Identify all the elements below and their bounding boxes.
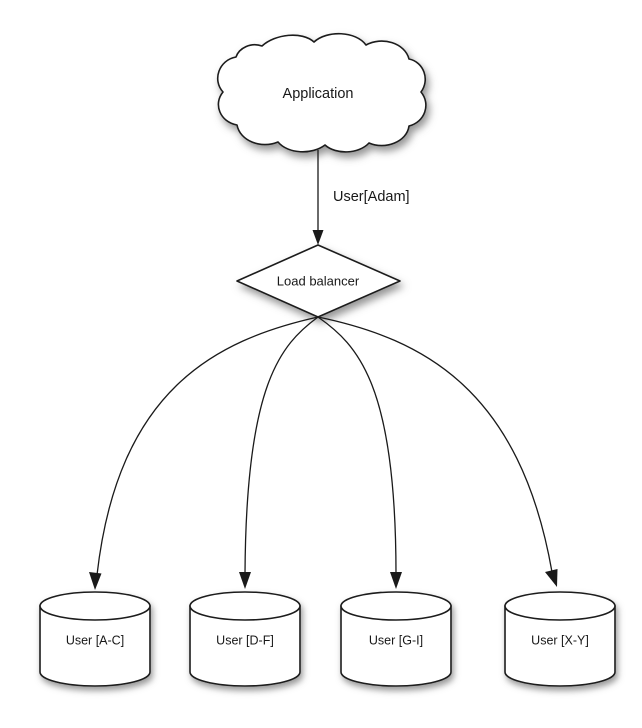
arrow-head-db-4 <box>545 569 558 587</box>
edge-balancer-to-db-4 <box>317 316 558 587</box>
db-2-label: User [G-I] <box>369 633 423 647</box>
db-1-shape <box>189 591 301 687</box>
db-1-label: User [D-F] <box>216 633 274 647</box>
node-database-1[interactable]: User [D-F] <box>189 591 301 687</box>
cloud-label: Application <box>283 86 354 102</box>
edge-line-db-1 <box>96 316 319 576</box>
edge-balancer-to-db-3 <box>317 316 402 589</box>
arrow-head-db-1 <box>89 572 102 590</box>
db-3-label: User [X-Y] <box>531 633 589 647</box>
node-application-cloud[interactable]: Application <box>216 32 427 153</box>
arrow-head-app-balancer <box>312 230 324 245</box>
db-2-shape <box>340 591 452 687</box>
arrow-head-db-3 <box>390 572 402 589</box>
edge-application-to-balancer: User[Adam] <box>312 150 410 245</box>
db-3-shape <box>504 591 616 687</box>
node-load-balancer[interactable]: Load balancer <box>236 244 401 318</box>
db-0-shape <box>39 591 151 687</box>
edge-balancer-to-db-1 <box>89 316 319 590</box>
edge-line-db-4 <box>317 316 553 573</box>
edge-line-db-2 <box>244 316 319 575</box>
node-database-2[interactable]: User [G-I] <box>340 591 452 687</box>
edge-line-db-3 <box>317 316 397 575</box>
db-0-label: User [A-C] <box>66 633 124 647</box>
edge-label-user-adam: User[Adam] <box>333 189 410 205</box>
node-database-3[interactable]: User [X-Y] <box>504 591 616 687</box>
node-database-0[interactable]: User [A-C] <box>39 591 151 687</box>
arrow-head-db-2 <box>239 572 251 589</box>
edge-balancer-to-db-2 <box>239 316 319 589</box>
load-balancer-label: Load balancer <box>277 273 360 288</box>
